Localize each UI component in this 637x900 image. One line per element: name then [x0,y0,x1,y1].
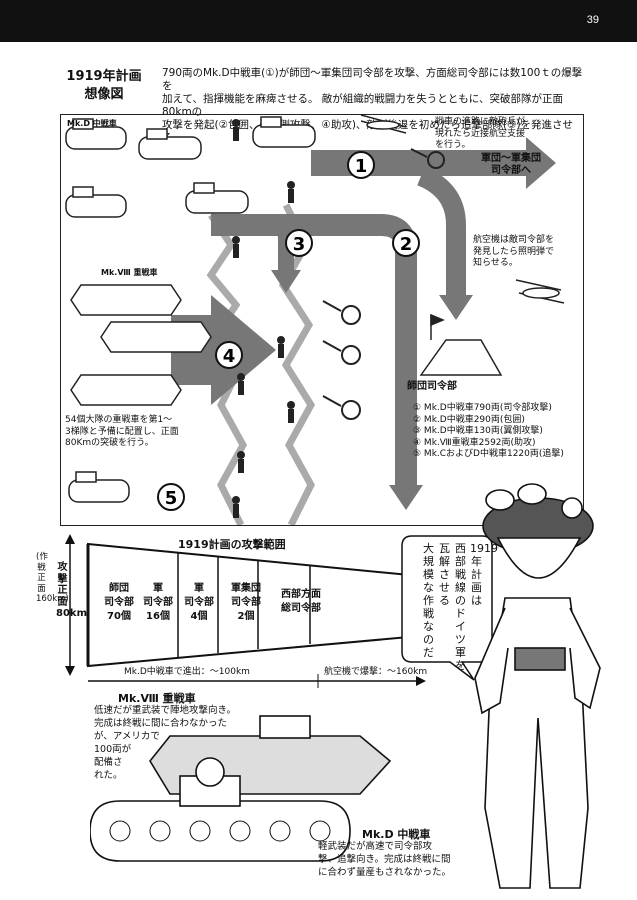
note-line: 知らせる。 [473,258,518,268]
cell-line: 軍 [194,583,204,594]
intro-line: 加えて、指揮機能を麻痺させる。 敵が組織的戦闘力を失うとともに、突破部隊が正面8… [162,93,563,118]
range-cell-division: 師団 司令部 70個 [96,582,142,624]
cell-line: 西部方面 [281,589,321,600]
heavy-tanks [70,284,212,406]
mkd-map-label: Mk.D 中戦車 [67,119,117,128]
plan-title: 1919年計画 想像図 [58,68,150,104]
range-vertical-sub: (作戦正面160km) [36,552,69,604]
cell-line: 4個 [190,611,208,622]
cell-line: 軍 [153,583,163,594]
number-4: 4 [223,346,236,367]
artillery [322,148,445,420]
soldiers [232,119,295,518]
legend-item: ④ Mk.Ⅷ重戦車2592両(助攻) [413,437,536,448]
mkd-desc: 軽武装だが高速で司令部攻 撃、追撃向き。完成は終戦に間 に合わず量産もされなかっ… [318,840,451,879]
cell-line: 師団 [109,583,129,594]
mkd-desc-title: Mk.D 中戦車 [362,828,431,841]
hq-target-line: 軍団〜軍集団 [481,153,541,164]
cell-line: 2個 [237,611,255,622]
desc-line: に合わず量産もされなかった。 [318,867,452,878]
number-5: 5 [165,488,178,509]
scale-tank-range: Mk.D中戦車で進出：〜100km [124,667,250,677]
page-number: 39 [586,14,599,26]
intro-line: 790両のMk.D中戦車(①)が師団〜軍集団司令部を攻撃、方面総司令部には数10… [162,67,583,92]
cell-line: 司令部 [231,597,261,608]
hq-tent [419,313,503,376]
cell-line: 司令部 [104,597,134,608]
desc-line: 撃、追撃向き。完成は終戦に間 [318,854,451,865]
arrow-1 [311,137,556,189]
desc-line: 配備さ [94,757,123,768]
mk8-desc-title: Mk.Ⅷ 重戦車 [118,692,196,705]
division-hq-label: 師団司令部 [407,381,457,392]
cell-line: 軍集団 [231,583,261,594]
arrow-numbers: 1 2 3 4 5 [157,151,420,511]
cell-line: 16個 [146,611,170,622]
range-cell-western-hq: 西部方面 総司令部 [270,588,332,616]
legend-item: ① Mk.D中戦車790両(司令部攻撃) [413,403,552,413]
arrow-1-branch [416,166,466,295]
number-2: 2 [400,234,413,255]
note-line: 戦車の進路に敵砲兵が [435,117,526,127]
desc-line: 軽武装だが高速で司令部攻 [318,841,433,852]
desc-line: 低速だが重武装で陣地攻撃向き。 [94,705,237,716]
bubble-line-4: 大規模な作戦なのだ [423,542,434,659]
cavalry-note: 戦車の進路に敵砲兵が 現れたら近接航空支援 を行う。 [435,117,525,152]
cell-line: 70個 [107,611,131,622]
note-line: 80Kmの突破を行う。 [65,438,154,448]
top-bar: 39 [0,0,637,42]
note-line: 航空機は敵司令部を [473,235,555,245]
bubble-line-2: 西部戦線のドイツ軍を [455,542,466,672]
character-illustration [474,483,601,889]
aircraft [360,115,565,304]
desc-line: 完成は終戦に間に合わなかった [94,718,228,729]
medium-tanks [65,116,316,503]
note-line: 現れたら近接航空支援 [435,128,526,139]
bubble-line-3: 瓦解させる [439,542,450,607]
heavy-tank-note: 54個大隊の重戦車を第1〜 3梯隊と予備に配置し、正面 80Kmの突破を行う。 [65,415,179,450]
note-line: を行う。 [435,140,471,150]
desc-line: れた。 [94,770,123,781]
scale-air-range: 航空機で爆撃：〜160km [324,667,428,677]
legend-item: ② Mk.D中戦車290両(包囲) [413,414,525,425]
range-title: 1919計画の攻撃範囲 [178,538,286,551]
plan-title-line1: 1919年計画 [66,69,142,84]
tank-illustrations [90,715,392,862]
cell-line: 司令部 [184,597,214,608]
plan-title-line2: 想像図 [84,87,124,102]
note-line: 3梯隊と予備に配置し、正面 [65,426,179,437]
desc-line: 100両が [94,744,132,755]
desc-line: が、アメリカで [94,731,160,742]
range-cell-army-group: 軍集団 司令部 2個 [222,582,270,624]
map-drawing: 1 2 3 4 5 [65,115,565,525]
note-line: 発見したら照明弾で [473,246,555,257]
attack-range-diagram [65,534,426,688]
aircraft-note: 航空機は敵司令部を 発見したら照明弾で 知らせる。 [473,235,554,270]
cell-line: 総司令部 [281,603,321,614]
number-3: 3 [293,234,306,255]
hq-target-label: 軍団〜軍集団 司令部へ [481,153,541,177]
map-legend: ① Mk.D中戦車790両(司令部攻撃) ② Mk.D中戦車290両(包囲) ③… [413,403,564,461]
number-1: 1 [355,156,368,177]
range-cell-corps: 軍 司令部 16個 [138,582,178,624]
range-vertical-label: 攻撃正面80km [56,562,87,619]
mk8-desc: 低速だが重武装で陣地攻撃向き。 完成は終戦に間に合わなかった が、アメリカで 1… [94,704,236,782]
note-line: 54個大隊の重戦車を第1〜 [65,415,173,425]
plan-map: 1 2 3 4 5 [60,114,584,526]
mk8-map-label: Mk.Ⅷ 重戦車 [101,268,158,277]
legend-item: ③ Mk.D中戦車130両(翼側攻撃) [413,426,543,436]
hq-target-line: 司令部へ [491,165,531,176]
cell-line: 司令部 [143,597,173,608]
legend-item: ⑤ Mk.CおよびD中戦車1220両(追撃) [413,449,564,459]
range-cell-army: 軍 司令部 4個 [179,582,219,624]
